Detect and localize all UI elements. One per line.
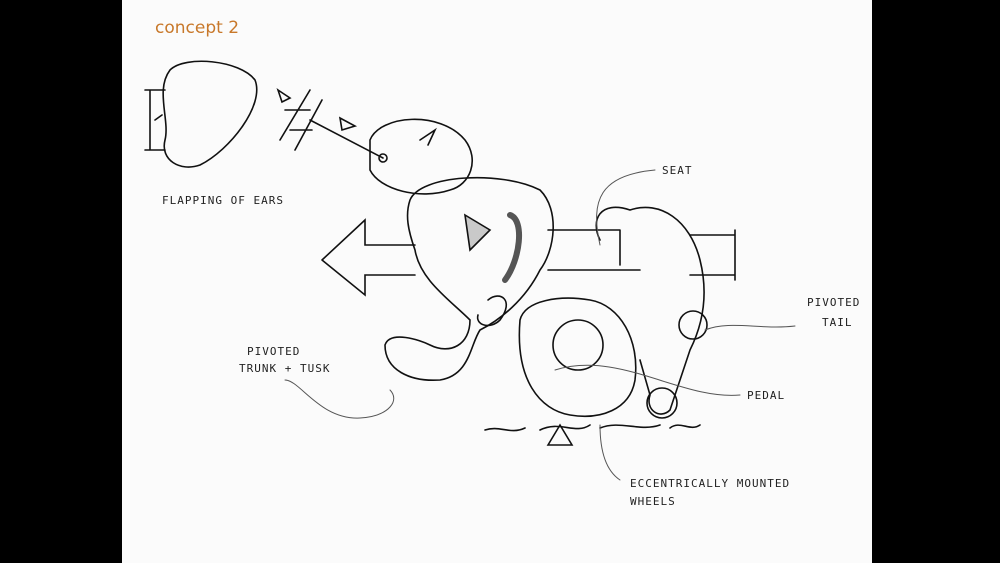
label-flapping-of-ears: FLAPPING OF EARS	[162, 194, 284, 207]
label-pivoted-trunk-line2: TRUNK + TUSK	[239, 362, 331, 375]
label-pivoted-tail-line2: TAIL	[822, 316, 853, 329]
ear-linkage	[276, 88, 388, 163]
label-pivoted-trunk-line1: PIVOTED	[247, 345, 301, 358]
label-seat: SEAT	[662, 164, 693, 177]
direction-arrow	[321, 218, 416, 297]
elephant-body	[369, 118, 736, 419]
sketch-paper: concept 2 FLAP	[122, 0, 872, 563]
leader-lines	[284, 169, 796, 481]
ear-shape	[144, 60, 258, 168]
slide-title: concept 2	[155, 18, 240, 38]
label-pivoted-tail-line1: PIVOTED	[807, 296, 861, 309]
label-wheels-line1: ECCENTRICALLY MOUNTED	[630, 477, 791, 490]
label-pedal: PEDAL	[747, 389, 786, 402]
elephant-ride-sketch	[144, 60, 796, 481]
ground-lines	[484, 423, 701, 446]
label-wheels-line2: WHEELS	[630, 495, 676, 508]
